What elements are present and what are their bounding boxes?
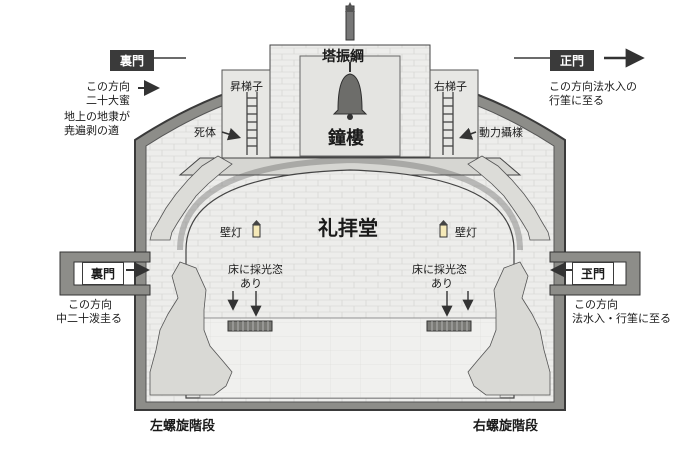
upper-right-note-line1: この方向法水入の	[549, 80, 637, 93]
bell-tower-label: 塔振綱	[322, 49, 364, 65]
lower-right-gate-label: 玊門	[572, 262, 615, 285]
left-skylight-grate	[227, 320, 273, 332]
left-lower-corridor	[59, 251, 151, 296]
belfry-label: 鐘樓	[328, 128, 364, 149]
right-skylight-label-line1: 床に採光恣	[412, 263, 467, 276]
power-label: 動力攝樣	[479, 126, 523, 139]
lower-right-stairs	[467, 261, 551, 396]
bell-icon	[332, 62, 368, 120]
right-wall-lamp-icon	[439, 220, 448, 238]
lower-left-gate-label: 裏門	[82, 262, 125, 285]
lower-right-direction-line2: 法水入・行筀に至る	[572, 312, 671, 325]
dead-body-arrow	[221, 128, 242, 141]
upper-left-note-line1: 地上の地隶が	[64, 110, 130, 123]
dead-body-label: 死体	[194, 126, 216, 139]
lower-left-stairs	[149, 261, 233, 396]
power-arrow	[458, 127, 477, 140]
lower-left-direction-line1: この方向	[68, 298, 112, 311]
left-skylight-label-line2: あり	[240, 277, 262, 290]
chapel-title: 礼拝堂	[318, 216, 378, 240]
upper-left-direction-label: この方向	[86, 80, 130, 93]
left-ladder-label: 昇梯子	[230, 80, 263, 93]
right-ladder-shaft	[429, 69, 479, 159]
right-skylight-grate	[426, 320, 472, 332]
chapel-arch-band	[177, 156, 523, 251]
upper-left-gate-label: 裏門	[110, 50, 155, 71]
lower-right-direction-line1: この方向	[574, 298, 618, 311]
right-skylight-label-line2: あり	[431, 277, 453, 290]
upper-left-stairs	[149, 155, 233, 241]
right-ladder-label: 右梯子	[434, 80, 467, 93]
right-lamp-label: 壁灯	[455, 226, 477, 239]
left-skylight-label-line1: 床に採光恣	[228, 263, 283, 276]
right-lower-corridor	[549, 251, 641, 296]
right-ladder	[442, 92, 454, 155]
upper-left-note-line2: 尭遍剥の適	[64, 124, 119, 137]
upper-right-stairs	[467, 155, 551, 241]
upper-right-gate-label: 正門	[550, 50, 595, 71]
left-stairs-label: 左螺旋階段	[150, 419, 216, 434]
left-lamp-label: 壁灯	[220, 226, 242, 239]
right-stairs-label: 右螺旋階段	[473, 419, 539, 434]
left-ladder-shaft	[221, 69, 271, 159]
upper-right-note-line2: 行筀に至る	[549, 94, 604, 107]
left-ladder	[246, 92, 258, 155]
belfry-floor	[178, 157, 522, 176]
upper-left-direction-sub: 二十大蜜	[86, 94, 130, 107]
left-wall-lamp-icon	[252, 220, 261, 238]
lower-left-direction-line2: 中二十泼圭る	[56, 312, 122, 325]
